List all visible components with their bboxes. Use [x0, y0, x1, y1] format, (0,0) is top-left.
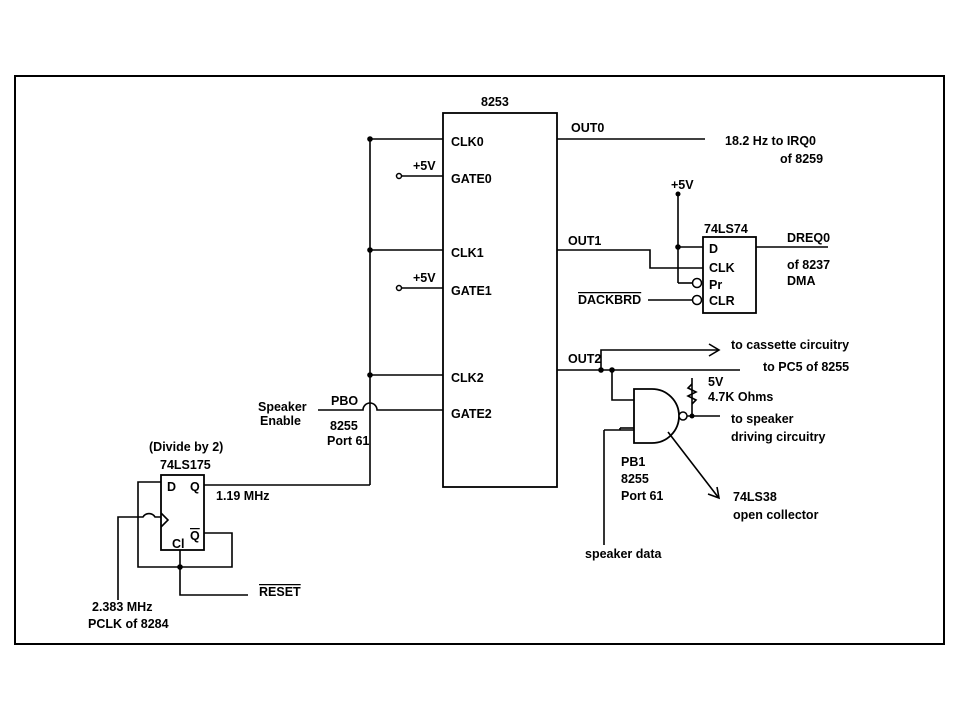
nand-wiring: [603, 378, 721, 545]
gate0-supply-label: +5V: [413, 159, 436, 173]
divider-pin-d: D: [167, 480, 176, 494]
out2-wiring: [557, 343, 740, 401]
gate1-pullup: [395, 284, 443, 292]
flipflop-supply-wiring: [648, 191, 703, 306]
divider-pin-clr: Cl: [172, 537, 185, 551]
flipflop-name: 74LS74: [704, 222, 748, 236]
output-frequency-label: 1.19 MHz: [216, 489, 270, 503]
flipflop-supply-label: +5V: [671, 178, 694, 192]
nand-label-1: 74LS38: [733, 490, 777, 504]
dreq-label-2: of 8237: [787, 258, 830, 272]
reset-label: RESET: [259, 585, 301, 599]
divider-pin-q: Q: [190, 480, 200, 494]
pb1-label-2: 8255: [621, 472, 649, 486]
pb0-label: PBO: [331, 394, 358, 408]
divider-pin-qbar: Q: [190, 529, 200, 543]
divider-wiring: [117, 481, 248, 600]
gate0-pullup: [395, 172, 443, 180]
pc5-label: to PC5 of 8255: [763, 360, 849, 374]
pb1-label-1: PB1: [621, 455, 645, 469]
out2-label: OUT2: [568, 352, 601, 366]
gate1-supply-label: +5V: [413, 271, 436, 285]
speaker-drive-label-1: to speaker: [731, 412, 794, 426]
clock-bus: [203, 136, 443, 486]
dreq-label-3: DMA: [787, 274, 815, 288]
pin-clk1: CLK1: [451, 246, 484, 260]
timer-chip-name: 8253: [481, 95, 509, 109]
dreq-label-1: DREQ0: [787, 231, 830, 245]
out0-label: OUT0: [571, 121, 604, 135]
speaker-drive-label-2: driving circuitry: [731, 430, 826, 444]
irq-label-1: 18.2 Hz to IRQ0: [725, 134, 816, 148]
input-clock-label-1: 2.383 MHz: [92, 600, 152, 614]
flipflop-pin-d: D: [709, 242, 718, 256]
flipflop-pin-clr: CLR: [709, 294, 735, 308]
pin-clk2: CLK2: [451, 371, 484, 385]
timer-chip-body: [442, 112, 558, 488]
pin-gate1: GATE1: [451, 284, 492, 298]
divider-clock-marker: [160, 512, 170, 528]
pb1-label-3: Port 61: [621, 489, 663, 503]
divider-body: [160, 474, 205, 551]
flipflop-pin-clk: CLK: [709, 261, 735, 275]
pin-gate2: GATE2: [451, 407, 492, 421]
pullup-voltage-label: 5V: [708, 375, 724, 389]
nand-gate-body: [633, 388, 680, 444]
pullup-resistor-label: 4.7K Ohms: [708, 390, 773, 404]
flipflop-body: [702, 236, 757, 314]
pin-gate0: GATE0: [451, 172, 492, 186]
pb0-port-label-1: 8255: [330, 419, 358, 433]
speaker-enable-label-2: Enable: [260, 414, 301, 428]
speaker-data-label: speaker data: [585, 547, 662, 561]
diagram-frame: [14, 75, 945, 645]
nand-label-2: open collector: [733, 508, 819, 522]
flipflop-pin-pr: Pr: [709, 278, 722, 292]
out1-label: OUT1: [568, 234, 601, 248]
speaker-enable-label-1: Speaker: [258, 400, 307, 414]
cassette-label: to cassette circuitry: [731, 338, 849, 352]
irq-label-2: of 8259: [780, 152, 823, 166]
dackbrd-label: DACKBRD: [578, 293, 641, 307]
pin-clk0: CLK0: [451, 135, 484, 149]
pb0-port-label-2: Port 61: [327, 434, 369, 448]
divider-caption: (Divide by 2): [149, 440, 223, 454]
gate2-wire: [318, 402, 443, 411]
out1-wire: [557, 249, 703, 269]
nand-output-bubble: [678, 411, 688, 421]
input-clock-label-2: PCLK of 8284: [88, 617, 169, 631]
divider-name: 74LS175: [160, 458, 211, 472]
